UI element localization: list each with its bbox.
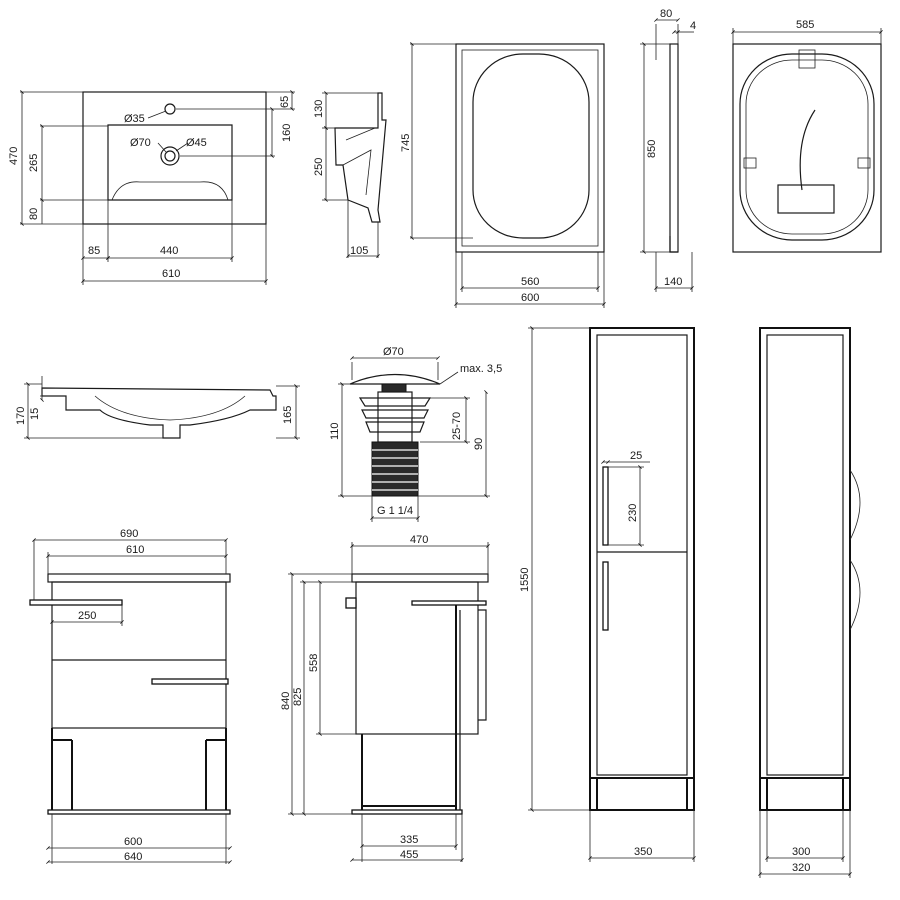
- dim-610: 610: [162, 268, 180, 280]
- dim-65: 65: [279, 96, 291, 108]
- dim-1550: 1550: [519, 568, 531, 592]
- label-diam70: Ø70: [130, 137, 151, 149]
- dim-350: 350: [634, 846, 652, 858]
- dim-300: 300: [792, 846, 810, 858]
- dim-470-side: 470: [410, 534, 428, 546]
- dim-265: 265: [28, 154, 40, 172]
- dim-440: 440: [160, 245, 178, 257]
- drain-hole-outer: [160, 146, 180, 166]
- dim-320: 320: [792, 862, 810, 874]
- mirror-front: 745 560 600: [400, 42, 606, 308]
- dim-160: 160: [281, 124, 293, 142]
- dim-110: 110: [329, 422, 341, 440]
- drain-hole-inner: [164, 150, 176, 162]
- dim-850: 850: [646, 140, 658, 158]
- dim-690: 690: [120, 528, 138, 540]
- dim-585: 585: [796, 19, 814, 31]
- dim-80: 80: [28, 208, 40, 220]
- dim-455: 455: [400, 849, 418, 861]
- dim-25-70: 25-70: [451, 412, 463, 440]
- column-front: 1550 25 230 350: [519, 326, 696, 862]
- vanity-side: 470 840 825 558 335 455: [280, 534, 490, 862]
- label-diam45: Ø45: [186, 137, 207, 149]
- cable-line: [799, 109, 816, 191]
- basin-top-view: Ø35 Ø70 Ø45 470 265 80 65 160 85 440 610: [8, 90, 295, 285]
- dim-85: 85: [88, 245, 100, 257]
- dim-140: 140: [664, 276, 682, 288]
- drain-assembly: Ø70 max. 3,5 110 25-70 90 G 1 1/4: [329, 346, 502, 522]
- dim-640: 640: [124, 851, 142, 863]
- mirror-side: 80 4 850 140: [640, 8, 696, 292]
- dim-105: 105: [350, 245, 368, 257]
- vanity-front: 690 610 250 600 640: [29, 528, 232, 864]
- dim-90: 90: [473, 438, 485, 450]
- led-driver-box: [777, 184, 835, 214]
- dim-470: 470: [8, 147, 20, 165]
- dim-250: 250: [313, 158, 325, 176]
- dim-130: 130: [313, 100, 325, 118]
- tap-hole: [164, 103, 176, 115]
- dim-840: 840: [280, 692, 292, 710]
- dim-250: 250: [78, 610, 96, 622]
- dim-610-vanity: 610: [126, 544, 144, 556]
- dim-25: 25: [630, 450, 642, 462]
- dim-165: 165: [282, 406, 294, 424]
- basin-profile: 170 15 165: [15, 376, 300, 440]
- basin-side-section: 130 250 105: [313, 91, 387, 258]
- dim-745: 745: [400, 134, 412, 152]
- dim-600-vanity: 600: [124, 836, 142, 848]
- column-side: 300 320: [758, 327, 861, 878]
- dim-825: 825: [292, 688, 304, 706]
- dim-max-3-5: max. 3,5: [460, 363, 502, 375]
- dim-558: 558: [308, 654, 320, 672]
- dim-230: 230: [627, 504, 639, 522]
- dim-4: 4: [690, 20, 696, 32]
- dim-drain-diam70: Ø70: [383, 346, 404, 358]
- label-diam35: Ø35: [124, 113, 145, 125]
- dim-15: 15: [29, 408, 41, 420]
- mirror-back: 585: [731, 19, 883, 253]
- dim-80-side: 80: [660, 8, 672, 20]
- dim-170: 170: [15, 407, 27, 425]
- dim-600: 600: [521, 292, 539, 304]
- dim-thread: G 1 1/4: [377, 505, 413, 517]
- dim-560: 560: [521, 276, 539, 288]
- dim-335: 335: [400, 834, 418, 846]
